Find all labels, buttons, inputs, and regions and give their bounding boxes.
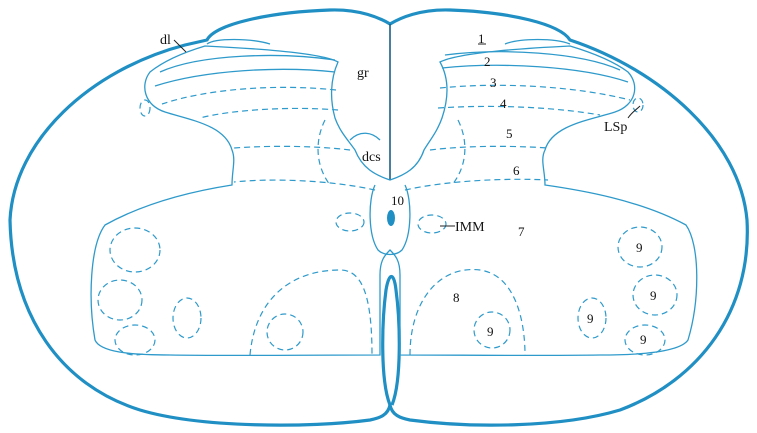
left-lamina-8-boundary bbox=[250, 270, 372, 355]
ventral-median-fissure bbox=[383, 277, 400, 406]
right-lsp-nucleus bbox=[633, 98, 643, 112]
left-lamina-boundary-4 bbox=[200, 108, 338, 118]
right-lamina-boundary-3 bbox=[440, 85, 630, 100]
lamina-7-label: 7 bbox=[518, 224, 525, 239]
right-lamina-8-boundary bbox=[410, 270, 525, 355]
lamina-10-label: 10 bbox=[391, 193, 404, 208]
left-lamina-9-pool-5 bbox=[267, 314, 303, 350]
right-imm-nucleus bbox=[418, 215, 446, 233]
lamina-9-label-3: 9 bbox=[640, 332, 647, 347]
left-lsp-nucleus bbox=[140, 100, 150, 116]
lamina-2-label: 2 bbox=[484, 54, 491, 69]
lamina-1-label: 1 bbox=[478, 31, 485, 46]
lamina-9-label-4: 9 bbox=[587, 311, 594, 326]
left-lamina-9-pool-4 bbox=[173, 298, 201, 338]
lamina-9-label-2: 9 bbox=[650, 288, 657, 303]
gr-label: gr bbox=[357, 66, 369, 81]
left-dorsal-column-boundary bbox=[318, 120, 330, 185]
left-lamina-boundary-2 bbox=[155, 69, 335, 86]
left-dorsal-horn-cap bbox=[207, 40, 270, 45]
lsp-label: LSp bbox=[604, 120, 627, 135]
left-lamina-9-pool-2 bbox=[98, 280, 142, 320]
left-lamina-boundary-5 bbox=[234, 146, 350, 150]
dl-label: dl bbox=[160, 33, 171, 48]
lamina-6-label: 6 bbox=[513, 163, 520, 178]
imm-label: IMM bbox=[455, 220, 485, 235]
left-imm-nucleus bbox=[336, 213, 364, 231]
lamina-9-label-1: 9 bbox=[636, 240, 643, 255]
right-lamina-boundary-6 bbox=[405, 179, 548, 190]
central-canal bbox=[387, 210, 395, 226]
lamina-5-label: 5 bbox=[506, 126, 513, 141]
right-lamina-boundary-5 bbox=[430, 146, 548, 150]
lamina-8-label: 8 bbox=[453, 290, 460, 305]
lamina-9-label-5: 9 bbox=[487, 324, 494, 339]
right-lamina-boundary-4 bbox=[438, 106, 600, 115]
lamina-4-label: 4 bbox=[500, 96, 507, 111]
lamina-3-label: 3 bbox=[490, 75, 497, 90]
dcs-label: dcs bbox=[362, 150, 381, 165]
left-lamina-9-pool-1 bbox=[110, 228, 160, 272]
right-dorsal-column-boundary bbox=[452, 120, 465, 185]
right-dorsal-horn-cap bbox=[505, 40, 570, 45]
left-lamina-9-pool-3 bbox=[115, 325, 155, 355]
left-lamina-boundary-6 bbox=[234, 180, 375, 190]
right-lamina-boundary-2 bbox=[442, 65, 628, 82]
left-lamina-boundary-3 bbox=[162, 87, 336, 104]
dcs-region bbox=[350, 133, 380, 140]
